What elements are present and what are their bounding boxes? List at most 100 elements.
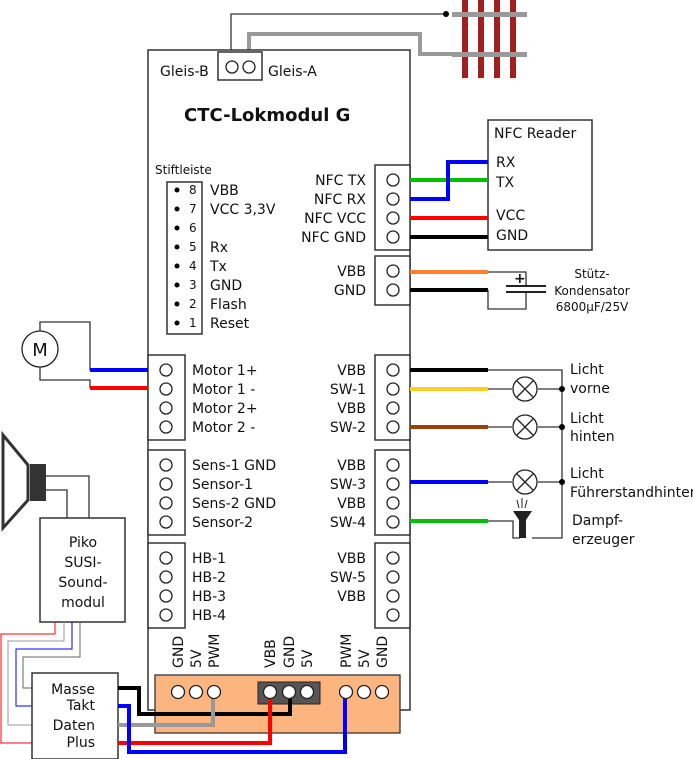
- module-title: CTC-Lokmodul G: [184, 105, 350, 126]
- terminal-pin: [386, 283, 400, 297]
- stift-pin-dot: [174, 244, 180, 250]
- stift-pin-label: Tx: [209, 259, 227, 275]
- wire-daten-pwm: [118, 693, 215, 727]
- wire-takt-pwm: [118, 693, 347, 754]
- stift-pin-label: VBB: [210, 183, 239, 199]
- terminal-label: Sens-1 GND: [192, 458, 276, 474]
- stift-pin-dot: [174, 187, 180, 193]
- terminal-pin: [159, 382, 173, 396]
- wire-masse-gnd: [118, 686, 292, 716]
- stift-pin-number: 1: [189, 316, 197, 330]
- terminal-pin: [386, 230, 400, 244]
- wire-plus-vbb: [118, 693, 272, 745]
- terminal-label: HB-3: [192, 589, 226, 605]
- lamp-cross: [516, 380, 534, 398]
- sound-label-1: Piko: [69, 535, 97, 551]
- smoke-generator-icon: [513, 498, 532, 538]
- terminal-label: VBB: [337, 264, 366, 280]
- smoke-label-2: erzeuger: [572, 532, 635, 548]
- nfc-tx: TX: [495, 175, 515, 191]
- susi-plus: Plus: [67, 735, 96, 751]
- header-pin: [206, 684, 222, 700]
- stift-pin-number: 7: [189, 202, 197, 216]
- terminal-label: NFC TX: [315, 173, 366, 189]
- sound-module: [39, 517, 126, 623]
- terminal-label: Motor 2+: [192, 401, 258, 417]
- header-pin-label: 5V: [189, 649, 205, 668]
- capacitor-label-3: 6800µF/25V: [556, 300, 629, 314]
- terminal-label: SW-2: [330, 420, 366, 436]
- terminal-pin: [159, 496, 173, 510]
- terminal-pin: [386, 496, 400, 510]
- terminal-pin: [386, 458, 400, 472]
- terminal-label: VBB: [337, 589, 366, 605]
- terminal-pin: [159, 458, 173, 472]
- smoke-label-1: Dampf-: [572, 513, 623, 529]
- terminal-label: Sensor-1: [192, 477, 253, 493]
- nfc-rx: RX: [496, 155, 516, 171]
- terminal-label: HB-2: [192, 570, 226, 586]
- header-pin: [356, 684, 372, 700]
- junction-dot: [559, 386, 565, 392]
- terminal-label: Sensor-2: [192, 515, 253, 531]
- terminal-pin: [386, 173, 400, 187]
- stift-pin-label: Rx: [210, 240, 228, 256]
- capacitor-label-2: Kondensator: [554, 284, 629, 298]
- module-board: [147, 49, 411, 711]
- junction-dot: [559, 424, 565, 430]
- light-rear-label-2: hinten: [570, 429, 615, 445]
- terminal-pin: [159, 401, 173, 415]
- terminal-label: Motor 1+: [192, 363, 258, 379]
- stift-pin-dot: [174, 320, 180, 326]
- junction-dot: [559, 479, 565, 485]
- susi-connector: [31, 672, 119, 759]
- terminal-label: VBB: [337, 496, 366, 512]
- lamp-cross: [516, 473, 534, 491]
- header-pin-label: GND: [171, 636, 187, 668]
- terminal-label: VBB: [337, 401, 366, 417]
- nfc-vcc: VCC: [496, 208, 525, 224]
- speaker-icon: [1, 430, 46, 532]
- stift-pin-number: 3: [189, 278, 197, 292]
- nfc-reader-title: NFC Reader: [494, 126, 577, 142]
- terminal-pin: [386, 363, 400, 377]
- susi-takt: Takt: [66, 698, 96, 714]
- stift-pin-dot: [174, 225, 180, 231]
- bottom-header-pins: [170, 684, 390, 700]
- header-pin-label: 5V: [357, 649, 373, 668]
- stift-pin-dot: [174, 282, 180, 288]
- susi-masse: Masse: [51, 682, 95, 698]
- stiftleiste-title: Stiftleiste: [155, 163, 212, 177]
- stift-pin-number: 5: [189, 240, 197, 254]
- terminal-pin: [386, 608, 400, 622]
- nfc-reader-box: [487, 119, 593, 251]
- terminal-label: VBB: [337, 363, 366, 379]
- light-front-label-1: Licht: [570, 362, 604, 378]
- motor-symbol: M: [32, 340, 48, 361]
- terminal-label: SW-3: [330, 477, 366, 493]
- capacitor-leads: [487, 271, 527, 310]
- light-rear-label-1: Licht: [570, 411, 604, 427]
- stift-pin-number: 2: [189, 297, 197, 311]
- terminal-pin: [159, 608, 173, 622]
- susi-wire-takt: [15, 622, 73, 707]
- wire-gleis-a: [247, 32, 452, 56]
- terminal-label: Motor 1 -: [192, 382, 255, 398]
- lamps: [512, 376, 565, 495]
- header-pin: [170, 684, 186, 700]
- stift-pin-number: 8: [189, 183, 197, 197]
- terminal-pin: [159, 515, 173, 529]
- stift-pin-dot: [174, 263, 180, 269]
- terminal-label: HB-1: [192, 551, 226, 567]
- light-cab-label-1: Licht: [570, 466, 604, 482]
- stift-pin-dot: [174, 206, 180, 212]
- capacitor-icon: [506, 285, 546, 293]
- terminal-label: NFC RX: [314, 192, 366, 208]
- capacitor-label-1: Stütz-: [574, 267, 609, 281]
- header-pin-label: VBB: [263, 639, 279, 668]
- terminal-pin: [386, 570, 400, 584]
- stift-pin-label: VCC 3,3V: [210, 202, 276, 218]
- terminal-pin: [386, 211, 400, 225]
- header-pin-label: PWM: [207, 634, 223, 668]
- terminal-pin: [386, 264, 400, 278]
